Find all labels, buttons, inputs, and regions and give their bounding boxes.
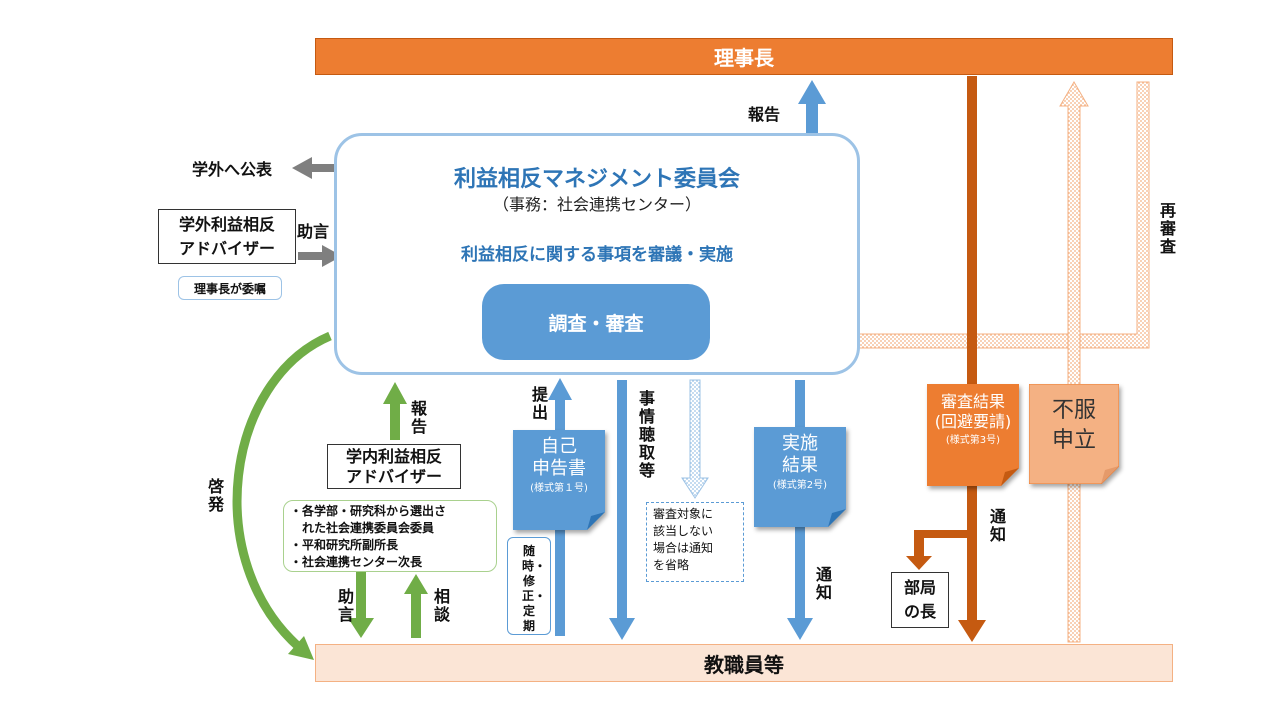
advice-external-arrow [298,245,342,267]
external-advisor-note: 理事長が委嘱 [178,276,282,300]
external-advisor-line2: アドバイザー [178,239,275,258]
implementation-line1: 実施 [782,433,818,454]
review-result-doc: 審査結果 (回避要請) (様式第3号) [927,384,1019,486]
rereview-label: 再審査 [1157,202,1176,256]
internal-advisor-box: 学内利益相反 アドバイザー [327,444,461,489]
timing-text: 随時・修正・定期 [522,544,547,633]
review-label: 調査・審査 [548,312,644,335]
review-result-line2: (回避要請) [934,412,1012,431]
report-top-label: 報告 [748,105,781,124]
member-line: ・各学部・研究科から選出さ [290,504,447,518]
self-report-form: (様式第１号) [530,483,588,494]
internal-advisor-line1: 学内利益相反 [345,447,442,466]
consult-arrow [404,574,428,638]
consult-label: 相談 [431,588,450,624]
objection-line1: 不服 [1051,398,1096,423]
report-internal-label: 報告 [408,400,427,436]
timing-note: 随時・修正・定期 [507,537,551,635]
omission-line: を省略 [653,558,690,572]
objection-line2: 申立 [1051,428,1096,453]
dept-head-arrow [906,530,967,570]
implementation-form: (様式第2号) [772,480,828,491]
external-advisor-note-text: 理事長が委嘱 [193,281,266,296]
committee-description: 利益相反に関する事項を審議・実施 [461,244,733,265]
submit-label: 提出 [529,386,548,422]
internal-advisor-line2: アドバイザー [345,467,442,486]
staff-bar: 教職員等 [315,644,1173,682]
committee-title: 利益相反マネジメント委員会 [453,167,740,192]
enlighten-arrow [232,331,332,652]
advice-external-label: 助言 [297,222,330,241]
omission-note: 審査対象に 該当しない 場合は通知 を省略 [646,502,744,582]
self-report-line1: 自己 [541,436,577,457]
member-line: れた社会連携委員会委員 [290,521,435,535]
notify-result-label: 通知 [813,566,832,602]
implementation-doc: 実施 結果 (様式第2号) [754,427,846,527]
omission-arrow [681,379,709,499]
omission-line: 場合は通知 [653,541,714,555]
implementation-line2: 結果 [782,455,818,476]
advice-internal-label: 助言 [335,588,354,624]
member-line: ・社会連携センター次長 [290,555,423,569]
self-report-doc: 自己 申告書 (様式第１号) [513,430,605,530]
omission-line: 該当しない [653,524,714,538]
hearing-arrow [609,380,635,640]
chairman-label: 理事長 [714,46,774,70]
external-advisor-line1: 学外利益相反 [178,215,275,234]
internal-advisor-members: ・各学部・研究科から選出さ れた社会連携委員会委員 ・平和研究所副所長 ・社会連… [283,500,497,572]
member-line: ・平和研究所副所長 [290,538,399,552]
dept-head-line2: の長 [903,602,936,621]
dept-head-box: 部局 の長 [891,572,949,628]
notify-review-label: 通知 [987,508,1006,544]
staff-label: 教職員等 [704,652,784,677]
objection-doc: 不服 申立 [1029,384,1119,484]
committee-subtitle: （事務：社会連携センター） [492,195,701,214]
report-internal-arrow [383,382,407,440]
doc-shape [1029,384,1119,484]
hearing-label: 事情聴取等 [636,390,655,480]
objection-arrow [1059,81,1089,643]
doc-shape [927,384,1019,486]
external-advisor-box: 学外利益相反 アドバイザー [158,209,296,264]
chairman-bar: 理事長 [315,38,1173,75]
review-result-arrow [958,76,986,642]
dept-head-line1: 部局 [903,578,936,597]
review-result-form: (様式第3号) [945,435,1001,446]
doc-shape [754,427,846,527]
review-box: 調査・審査 [482,284,710,360]
review-result-line1: 審査結果 [940,392,1005,411]
doc-shape [513,430,605,530]
advice-internal-arrow [348,572,374,638]
self-report-line2: 申告書 [532,458,586,479]
enlighten-label: 啓発 [205,478,224,514]
public-announce-label: 学外へ公表 [192,160,273,179]
omission-line: 審査対象に [653,507,714,521]
public-arrow [292,157,336,179]
